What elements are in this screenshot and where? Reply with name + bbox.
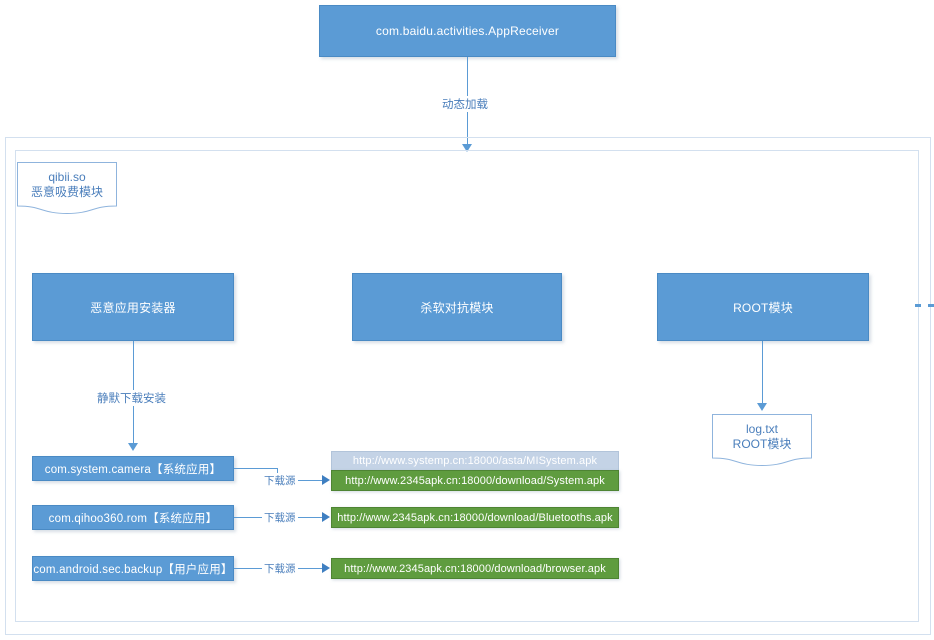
- package-com-qihoo360-rom-label: com.qihoo360.rom【系统应用】: [48, 512, 218, 525]
- note-log-txt[interactable]: log.txt ROOT模块: [712, 414, 812, 466]
- edge-silent-install-arrow: [128, 443, 138, 451]
- package-com-qihoo360-rom[interactable]: com.qihoo360.rom【系统应用】: [32, 505, 234, 530]
- outer-frame: [5, 137, 931, 635]
- url-system-apk-label: http://www.2345apk.cn:18000/download/Sys…: [345, 474, 605, 487]
- url-misystem-apk-label: http://www.systemp.cn:18000/asta/MISyste…: [352, 455, 598, 467]
- url-misystem-apk[interactable]: http://www.systemp.cn:18000/asta/MISyste…: [331, 451, 619, 471]
- edge-label-download-source-1: 下载源: [262, 473, 298, 488]
- note-shape-icon: [712, 414, 812, 466]
- edge-root-log-line: [762, 341, 763, 405]
- node-antivirus-countermeasure-label: 杀软对抗模块: [420, 300, 494, 315]
- node-antivirus-countermeasure[interactable]: 杀软对抗模块: [352, 273, 562, 341]
- edge-dynamic-load-arrow: [462, 144, 472, 152]
- note-qibii-so[interactable]: qibii.so 恶意吸费模块: [17, 162, 117, 214]
- edge-ds1-h2: [277, 480, 324, 481]
- frame-connector-tick-inner: [915, 304, 921, 307]
- url-system-apk[interactable]: http://www.2345apk.cn:18000/download/Sys…: [331, 470, 619, 491]
- package-com-system-camera[interactable]: com.system.camera【系统应用】: [32, 456, 234, 481]
- edge-ds1-arrow: [322, 475, 330, 485]
- note-shape-icon: [17, 162, 117, 214]
- node-app-receiver[interactable]: com.baidu.activities.AppReceiver: [319, 5, 616, 57]
- package-com-system-camera-label: com.system.camera【系统应用】: [44, 463, 222, 476]
- node-malicious-installer-label: 恶意应用安装器: [90, 300, 176, 315]
- node-root-module-label: ROOT模块: [733, 300, 793, 315]
- frame-connector-tick-outer: [928, 304, 934, 307]
- node-malicious-installer[interactable]: 恶意应用安装器: [32, 273, 234, 341]
- package-com-android-sec-backup[interactable]: com.android.sec.backup【用户应用】: [32, 556, 234, 581]
- url-bluetooths-apk[interactable]: http://www.2345apk.cn:18000/download/Blu…: [331, 507, 619, 528]
- edge-root-log-arrow: [757, 403, 767, 411]
- edge-label-download-source-3: 下载源: [262, 561, 298, 576]
- package-com-android-sec-backup-label: com.android.sec.backup【用户应用】: [33, 563, 233, 576]
- edge-label-silent-install: 静默下载安装: [95, 390, 168, 406]
- node-root-module[interactable]: ROOT模块: [657, 273, 869, 341]
- edge-ds3-arrow: [322, 563, 330, 573]
- edge-label-download-source-2: 下载源: [262, 510, 298, 525]
- edge-ds2-arrow: [322, 512, 330, 522]
- url-bluetooths-apk-label: http://www.2345apk.cn:18000/download/Blu…: [337, 511, 613, 524]
- url-browser-apk-label: http://www.2345apk.cn:18000/download/bro…: [344, 562, 606, 575]
- edge-ds1-h1: [234, 468, 277, 469]
- edge-label-dynamic-load: 动态加载: [440, 96, 490, 112]
- node-app-receiver-label: com.baidu.activities.AppReceiver: [375, 24, 560, 38]
- inner-frame: [15, 150, 919, 622]
- url-browser-apk[interactable]: http://www.2345apk.cn:18000/download/bro…: [331, 558, 619, 579]
